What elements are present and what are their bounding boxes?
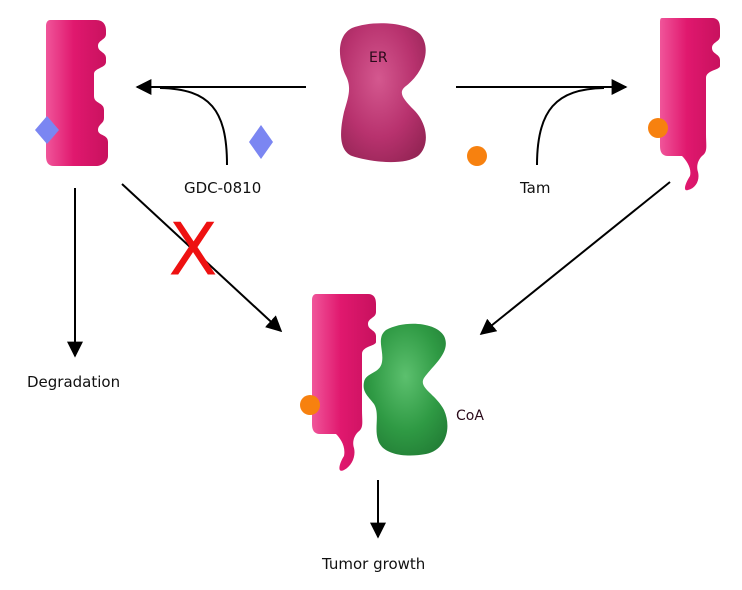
er-gdc-bound: [35, 20, 108, 166]
tam-label: Tam: [519, 179, 550, 197]
gdc-label: GDC-0810: [184, 179, 261, 197]
block-x-mark: X: [168, 208, 217, 292]
tam-complex-icon: [300, 395, 320, 415]
gdc-ligand-icon: [249, 125, 273, 159]
er-complex-shape: [312, 294, 376, 471]
tam-binding-curve: [536, 87, 605, 166]
tumor-growth-label: Tumor growth: [321, 555, 425, 573]
er-coa-complex: CoA: [300, 294, 484, 471]
coa-label: CoA: [456, 408, 484, 424]
coactivator-shape: [363, 323, 448, 456]
arrow-gdc-to-complex-blocked: [121, 183, 283, 333]
er-gdc-shape: [46, 20, 108, 166]
degradation-label: Degradation: [27, 373, 120, 391]
gdc-binding-curve: [159, 87, 228, 166]
er-tam-bound: [648, 18, 720, 191]
tam-ligand-icon: [467, 146, 487, 166]
pathway-arrows: [67, 79, 671, 539]
er-native-protein: ER: [339, 23, 426, 163]
gdc-ligand-bound-icon: [35, 116, 59, 144]
arrow-tam-to-complex: [479, 181, 671, 336]
tam-ligand-bound-icon: [648, 118, 668, 138]
er-tam-shape: [660, 18, 720, 191]
er-label: ER: [369, 50, 388, 66]
er-native-shape: [339, 23, 426, 163]
